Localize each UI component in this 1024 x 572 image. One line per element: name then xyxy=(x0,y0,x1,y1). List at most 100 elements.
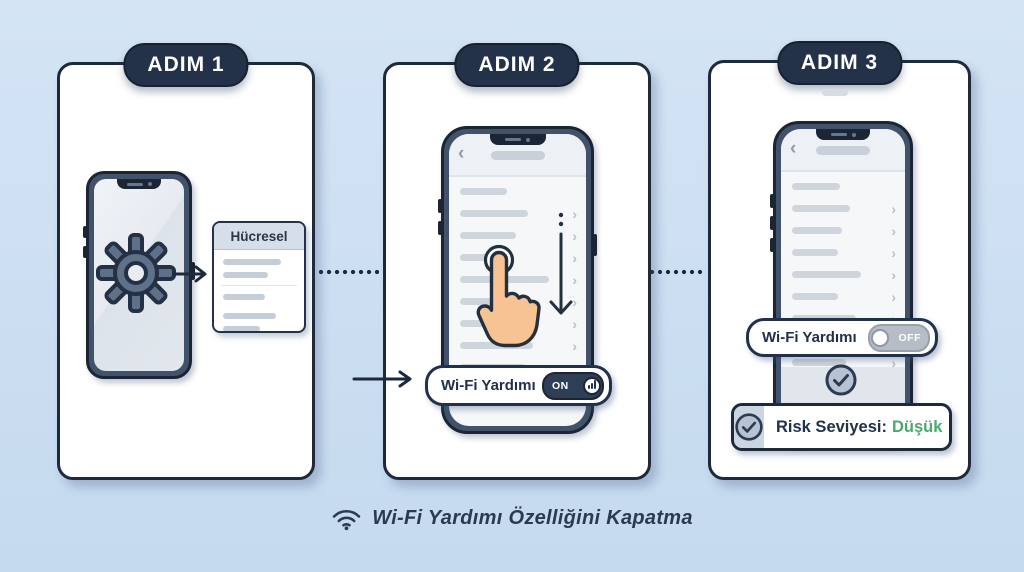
check-circle-icon xyxy=(735,413,763,441)
tap-hand-cursor[interactable] xyxy=(456,243,548,353)
toggle-state-label: ON xyxy=(552,379,569,392)
skeleton-text-bar xyxy=(460,232,517,239)
risk-check-section xyxy=(734,406,764,448)
signal-bars-icon xyxy=(594,379,596,389)
toggle-state-label: OFF xyxy=(898,331,921,344)
chevron-right-icon: › xyxy=(572,294,577,310)
wifi-icon xyxy=(332,509,361,531)
settings-list-item[interactable]: › xyxy=(792,243,896,265)
wifi-assist-label: Wi-Fi Yardımı xyxy=(762,329,857,346)
chevron-right-icon: › xyxy=(891,245,896,261)
nav-title-skeleton xyxy=(490,151,545,160)
step-3-panel: ADIM 3 ‹ ›››››››› Wi-Fi Yardımı xyxy=(708,41,971,480)
skeleton-text-bar xyxy=(792,227,842,234)
chevron-right-icon: › xyxy=(572,338,577,354)
caption: Wi-Fi Yardımı Özelliğini Kapatma xyxy=(0,506,1024,531)
skeleton-text-bar xyxy=(792,293,838,300)
wifi-assist-setting-row: Wi-Fi Yardımı OFF xyxy=(746,318,938,357)
nav-title-skeleton xyxy=(816,146,870,155)
skeleton-text-bar xyxy=(792,183,840,190)
chevron-right-icon: › xyxy=(891,267,896,283)
toggle-knob xyxy=(871,328,889,347)
toggle-knob xyxy=(583,376,601,395)
camera-dot xyxy=(147,182,152,186)
back-chevron-icon[interactable]: ‹ xyxy=(458,143,465,164)
chevron-right-icon: › xyxy=(891,355,896,371)
wifi-assist-toggle-off[interactable]: OFF xyxy=(868,323,930,352)
settings-gear-icon xyxy=(96,233,176,313)
step-3-badge: ADIM 3 xyxy=(776,41,903,85)
chevron-right-icon: › xyxy=(572,206,577,222)
chevron-right-icon: › xyxy=(891,201,896,217)
chevron-right-icon: › xyxy=(572,272,577,288)
skeleton-text-bar xyxy=(223,294,265,300)
caption-text: Wi-Fi Yardımı Özelliğini Kapatma xyxy=(372,507,693,529)
decorative-dash xyxy=(822,89,848,96)
volume-button xyxy=(770,238,774,252)
volume-button xyxy=(438,199,442,213)
chevron-right-icon: › xyxy=(572,316,577,332)
back-chevron-icon[interactable]: ‹ xyxy=(790,138,797,159)
check-circle-icon xyxy=(825,364,857,396)
speaker-slot xyxy=(126,182,143,186)
step-2-panel: ADIM 2 ‹ ››››››››› xyxy=(383,43,651,480)
signal-bars-icon xyxy=(588,384,590,389)
risk-level-label: Risk Seviyesi: xyxy=(776,417,887,436)
phone-notch xyxy=(816,129,870,140)
camera-dot xyxy=(851,132,856,137)
power-button xyxy=(191,262,195,280)
wifi-assist-toggle-on[interactable]: ON xyxy=(542,371,604,400)
skeleton-text-bar xyxy=(223,313,277,319)
settings-list-item[interactable]: › xyxy=(792,199,896,221)
skeleton-text-bar xyxy=(223,259,281,265)
power-button xyxy=(593,234,597,256)
settings-list-item[interactable]: › xyxy=(792,221,896,243)
settings-list-item[interactable]: › xyxy=(460,226,577,248)
divider xyxy=(221,285,297,286)
volume-button xyxy=(770,194,774,208)
step-1-panel: ADIM 1 xyxy=(57,43,315,480)
step-1-badge-label: ADIM 1 xyxy=(147,53,225,76)
signal-bars-icon xyxy=(591,382,593,389)
step-3-badge-label: ADIM 3 xyxy=(800,51,879,74)
settings-list-item[interactable] xyxy=(792,177,896,199)
arrow-right-icon xyxy=(352,370,412,388)
volume-button xyxy=(770,216,774,230)
dotted-connector xyxy=(648,269,705,275)
phone-notch xyxy=(489,134,546,145)
skeleton-text-bar xyxy=(223,326,261,331)
skeleton-text-bar xyxy=(223,272,268,278)
chevron-right-icon: › xyxy=(891,223,896,239)
skeleton-text-bar xyxy=(792,271,861,278)
skeleton-text-bar xyxy=(792,249,838,256)
settings-list-item[interactable]: › xyxy=(792,353,896,375)
chevron-right-icon: › xyxy=(572,250,577,266)
camera-dot xyxy=(526,137,530,142)
settings-list-item[interactable]: › xyxy=(460,204,577,226)
settings-list-screen: ‹ ›››››››› xyxy=(781,129,905,437)
chevron-right-icon: › xyxy=(572,228,577,244)
cellular-menu-card[interactable]: Hücresel xyxy=(212,221,306,333)
volume-button xyxy=(83,226,87,238)
skeleton-text-bar xyxy=(460,210,528,217)
speaker-slot xyxy=(505,138,521,141)
step-2-badge: ADIM 2 xyxy=(454,43,580,87)
settings-list-item[interactable]: › xyxy=(792,287,896,309)
wifi-assist-setting-row: Wi-Fi Yardımı ON xyxy=(425,365,612,406)
cellular-menu-items xyxy=(214,250,304,331)
chevron-right-icon: › xyxy=(891,289,896,305)
skeleton-text-bar xyxy=(792,205,851,212)
cellular-menu-title: Hücresel xyxy=(214,223,304,250)
settings-list-item[interactable]: › xyxy=(792,265,896,287)
skeleton-text-bar xyxy=(792,359,847,366)
settings-list-item[interactable] xyxy=(460,182,577,204)
scroll-down-arrow xyxy=(549,212,573,315)
dotted-connector xyxy=(317,269,379,275)
speaker-slot xyxy=(830,133,847,136)
risk-level-banner: Risk Seviyesi: Düşük xyxy=(731,403,952,451)
skeleton-text-bar xyxy=(460,188,507,195)
risk-level-value: Düşük xyxy=(892,417,943,436)
arrow-right-icon xyxy=(172,265,207,283)
volume-button xyxy=(438,221,442,235)
